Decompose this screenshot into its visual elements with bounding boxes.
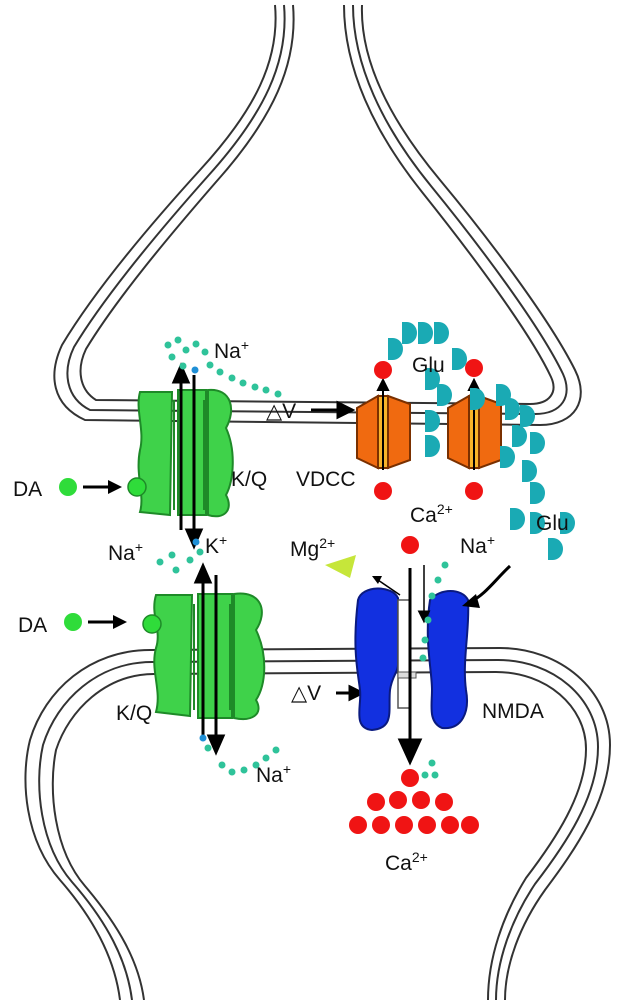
label-delta-v-top: △V (266, 400, 296, 423)
label-na-top: Na+ (214, 337, 249, 363)
sodium-ions-bottom (204, 744, 280, 776)
calcium-ions-vdcc (374, 359, 483, 500)
nmda-flux-arrow (397, 565, 431, 766)
label-kq-bottom: K/Q (116, 702, 152, 725)
ion-flux-arrows-top (171, 362, 204, 550)
label-glu-right: Glu (536, 512, 569, 535)
sodium-ions-top (164, 336, 282, 398)
label-da-bottom: DA (18, 614, 47, 637)
kq-channel-bottom (153, 592, 266, 720)
sodium-ions-nmda (419, 561, 449, 779)
label-delta-v-bottom: △V (291, 682, 321, 705)
label-ca-bottom: Ca2+ (385, 849, 428, 875)
magnesium-ion (325, 555, 401, 596)
calcium-ion-nmda (401, 536, 419, 554)
delta-v-arrow-bottom (336, 684, 366, 702)
label-k-mid: K+ (205, 532, 227, 558)
label-mg: Mg2+ (290, 535, 335, 561)
label-na-mid-left: Na+ (108, 539, 143, 565)
label-ca-mid: Ca2+ (410, 501, 453, 527)
label-nmda: NMDA (482, 700, 544, 723)
kq-channel-top (137, 388, 234, 518)
label-na-mid-right: Na+ (460, 532, 495, 558)
sodium-ions-mid (156, 548, 204, 574)
label-da-top: DA (13, 478, 42, 501)
presynaptic-membrane (53, 4, 582, 427)
ion-flux-arrows-bottom (193, 562, 226, 756)
label-vdcc: VDCC (296, 468, 356, 491)
delta-v-arrow-top (311, 400, 356, 420)
label-glu-top: Glu (412, 354, 445, 377)
potassium-ion-top (191, 366, 199, 374)
dopamine-binding-top (59, 477, 147, 497)
label-kq-top: K/Q (231, 468, 267, 491)
label-na-bottom: Na+ (256, 761, 291, 787)
nmda-receptor (354, 587, 470, 732)
calcium-ions-cluster (349, 769, 479, 834)
potassium-ion-mid (192, 538, 200, 546)
potassium-ion-bottom (199, 734, 207, 742)
dopamine-binding-bottom (64, 613, 162, 634)
glutamate-binding-arrow (462, 564, 512, 608)
postsynaptic-membrane (24, 646, 612, 1000)
